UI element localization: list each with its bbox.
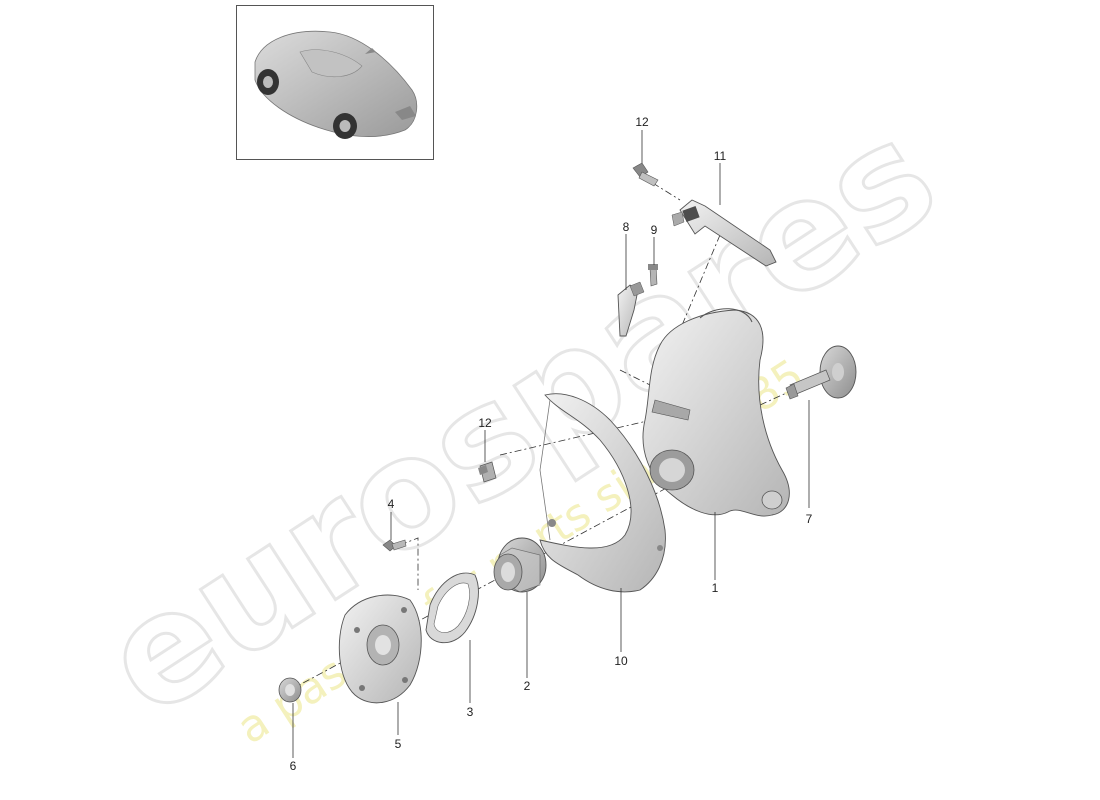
sensor-part[interactable]	[617, 281, 645, 337]
callout-9: 9	[651, 223, 658, 237]
callout-2: 2	[524, 679, 531, 693]
vehicle-thumbnail	[236, 5, 434, 160]
callout-8: 8	[623, 220, 630, 234]
watermark-brand: eurospares	[75, 88, 965, 750]
callout-11: 11	[714, 149, 727, 163]
callout-6: 6	[290, 759, 297, 773]
bolt-12-lower-part[interactable]	[478, 461, 497, 483]
flange-bolt-part[interactable]	[785, 345, 857, 400]
wheel-bearing-part[interactable]	[493, 537, 547, 593]
bracket-part[interactable]	[671, 199, 777, 267]
bolt-part[interactable]	[382, 539, 407, 552]
watermark: eurospares a passion for parts since 198…	[73, 86, 966, 754]
screw-part[interactable]	[648, 264, 658, 287]
callout-3: 3	[467, 705, 474, 719]
callout-1: 1	[712, 581, 719, 595]
hub-nut-part[interactable]	[278, 677, 302, 703]
callout-leaders	[292, 130, 810, 758]
dust-shield-part[interactable]	[539, 393, 666, 593]
wheel-carrier-part[interactable]	[642, 308, 790, 517]
callout-12-lower: 12	[478, 416, 492, 430]
wheel-hub-part[interactable]	[338, 594, 422, 704]
callout-12-upper: 12	[635, 115, 649, 129]
callout-5: 5	[395, 737, 402, 751]
bolt-12-upper-part[interactable]	[632, 162, 659, 187]
seal-plate-part[interactable]	[425, 572, 479, 644]
car-thumbnail-icon	[254, 30, 418, 139]
callout-10: 10	[614, 654, 628, 668]
callout-4: 4	[388, 497, 395, 511]
callout-7: 7	[806, 512, 813, 526]
callout-labels: 1 2 3 4 5 6 7 8 9 10 11 12 12	[290, 115, 813, 773]
